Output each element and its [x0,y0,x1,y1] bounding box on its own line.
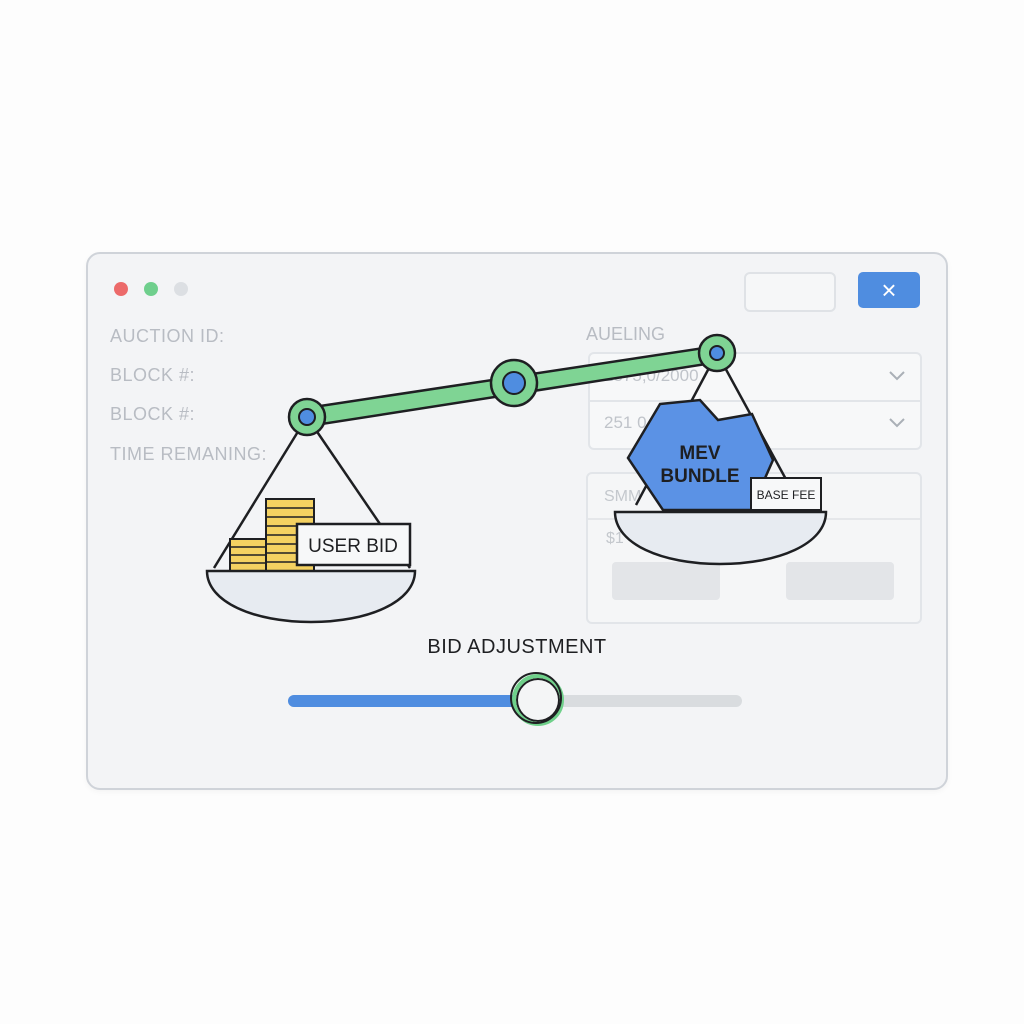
right-pan [613,510,828,566]
auction-id-label: AUCTION ID: [110,326,225,346]
dropdown-value: 251 0 [604,413,647,432]
block-number-label: BLOCK #: [110,365,196,385]
window-minimize-dot[interactable] [174,282,188,296]
base-fee-label: BASE FEE [757,488,816,502]
dropdown-select-2[interactable]: 251 0 [590,401,920,447]
slider-thumb[interactable] [509,672,564,726]
center-pivot [489,358,539,408]
panel-header-text: SMM [604,488,642,505]
secondary-button[interactable] [744,272,836,312]
close-button[interactable]: × [858,272,920,308]
block-number-label-2: BLOCK #: [110,404,196,424]
panel-button-left[interactable] [612,562,720,600]
right-joint [697,333,737,373]
window-close-dot[interactable] [114,282,128,296]
time-remaining-label: TIME REMANING: [110,444,268,464]
mev-bundle-hexagon [626,398,775,512]
slider-title: BID ADJUSTMENT [427,636,607,658]
panel-button-right[interactable] [786,562,894,600]
base-fee-tag [750,477,822,511]
mev-bundle-label-line2: BUNDLE [660,466,739,487]
chevron-down-icon [886,409,908,443]
close-icon: × [881,275,897,305]
slider-fill [288,695,538,707]
right-section-header: AUELING [586,324,666,344]
left-pan [205,569,417,624]
panel-value: $1 [606,530,624,547]
left-joint [287,397,327,437]
user-bid-label: USER BID [308,536,398,557]
mev-bundle-label-line1: MEV [679,443,721,464]
chevron-down-icon [886,362,908,396]
user-bid-tag [295,522,412,567]
window-maximize-dot[interactable] [144,282,158,296]
